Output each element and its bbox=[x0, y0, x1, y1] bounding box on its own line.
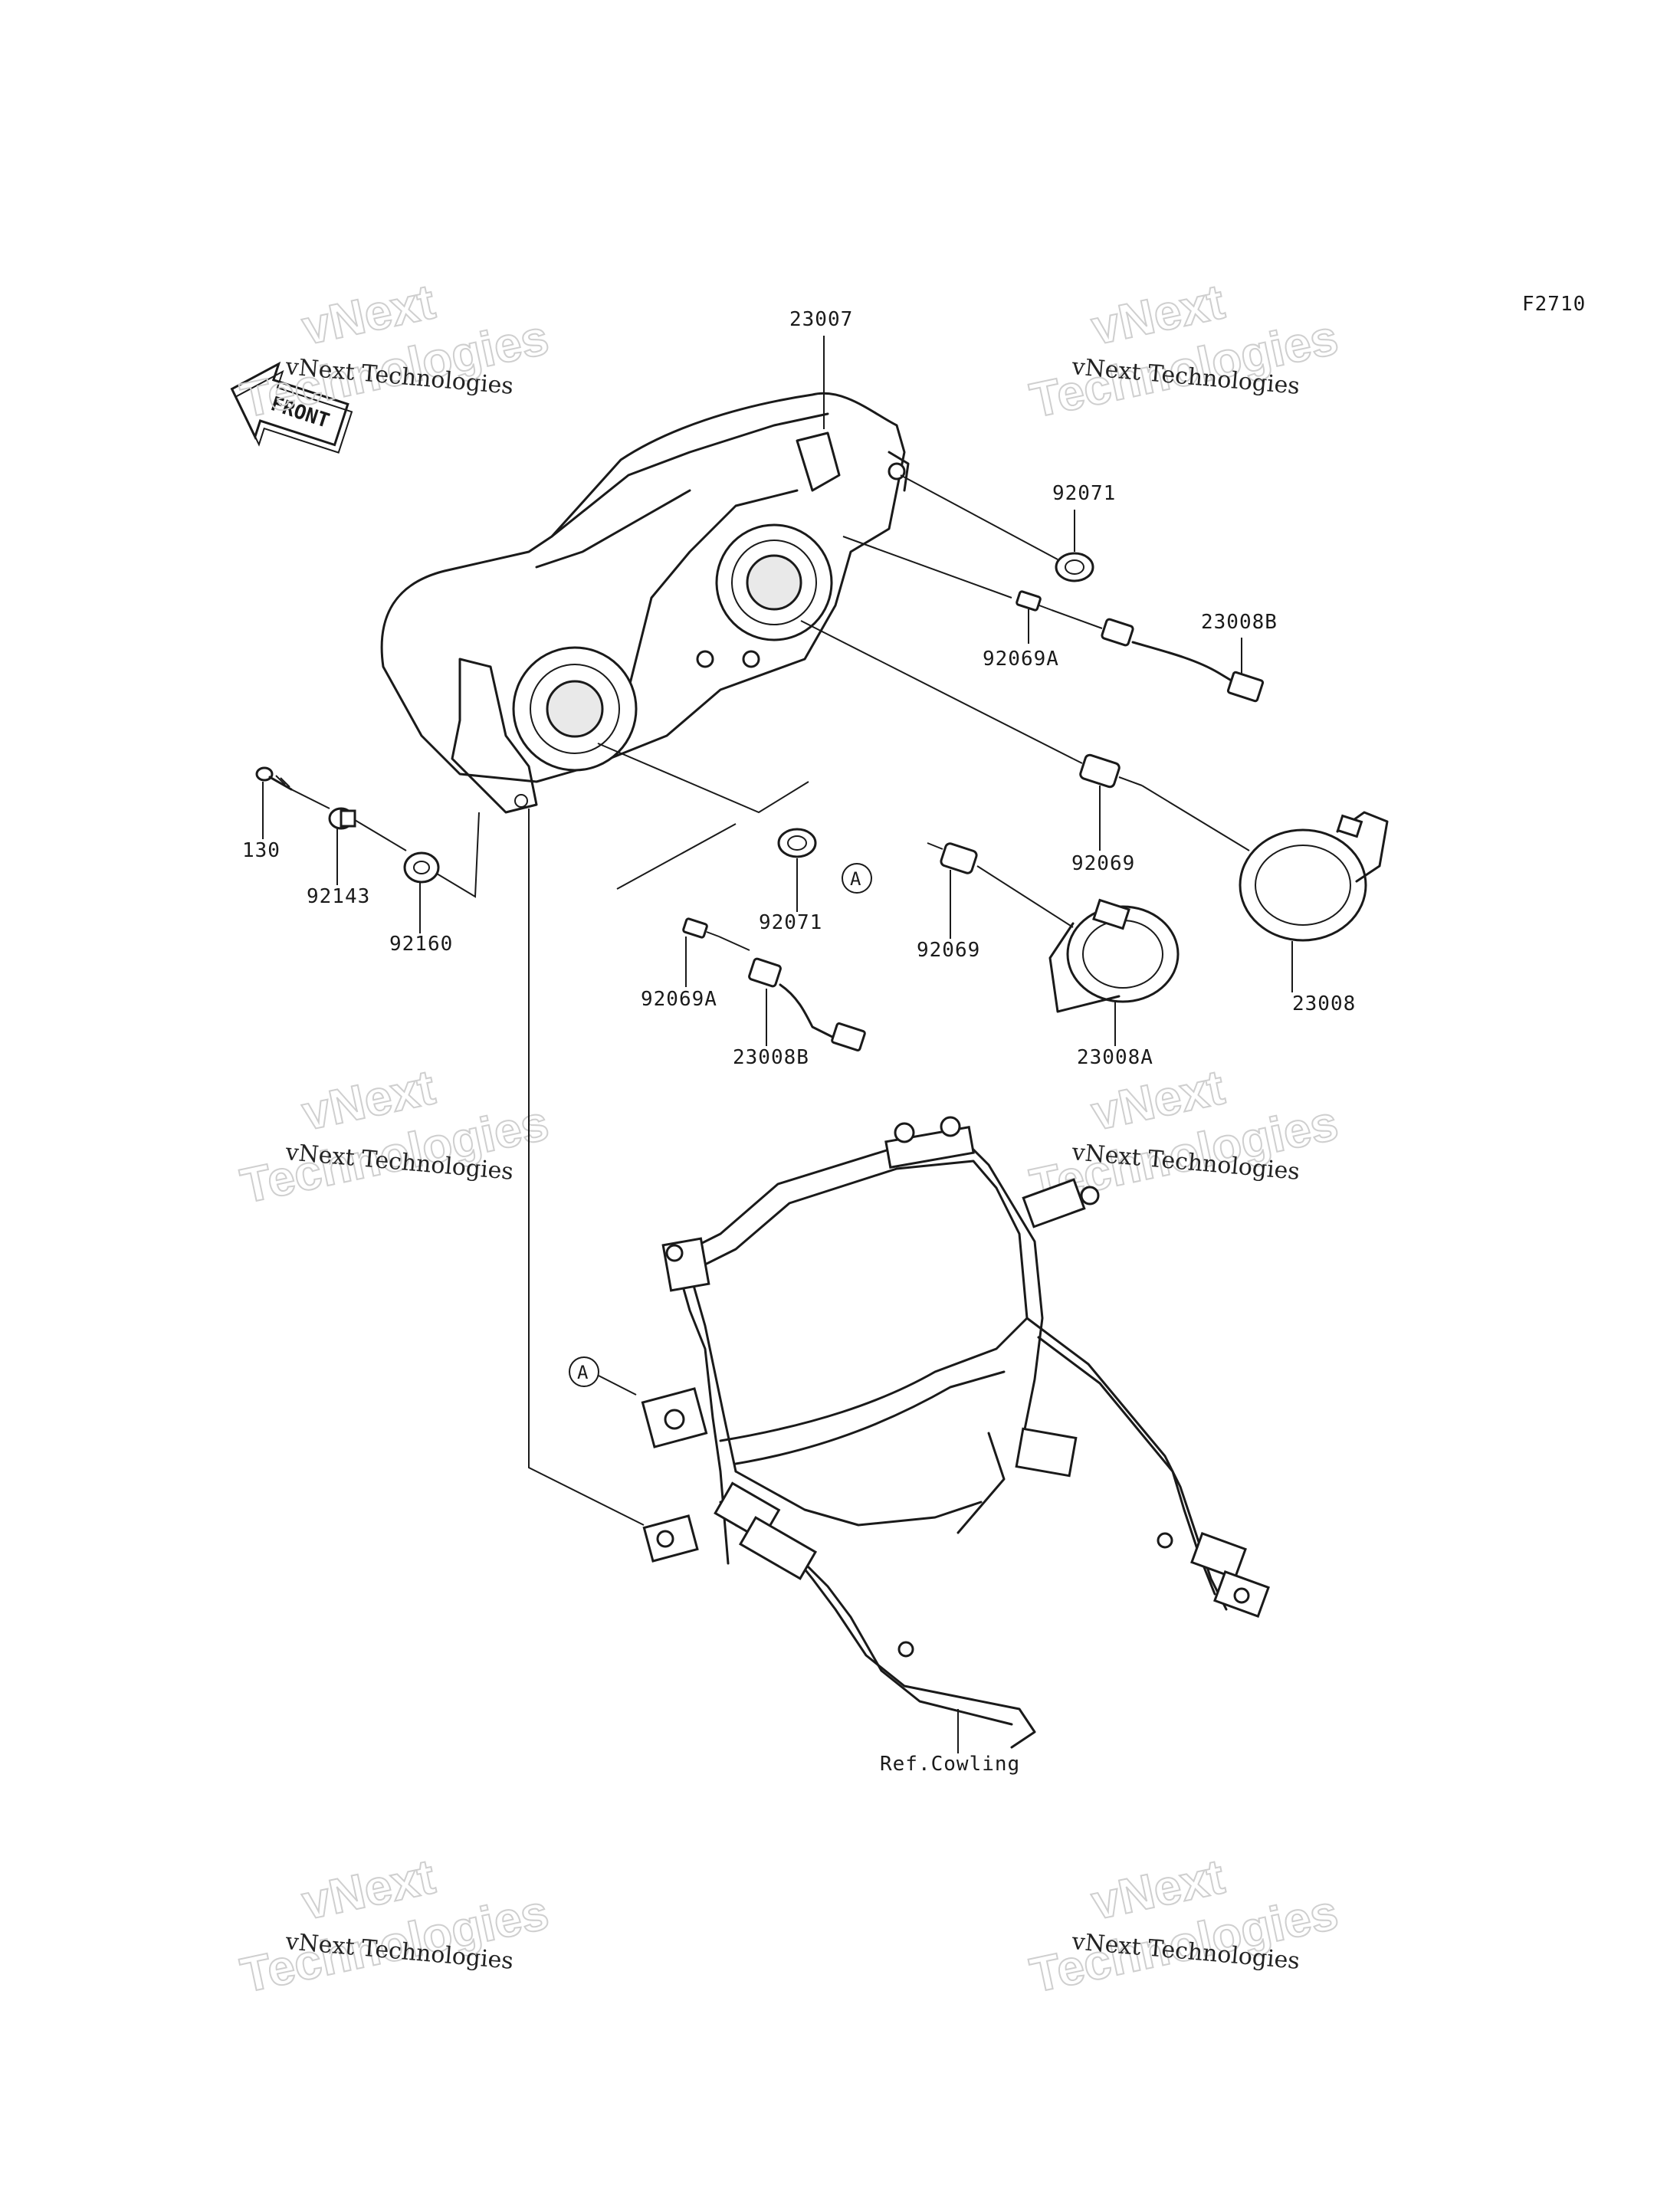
label-ref-cowling: Ref.Cowling bbox=[880, 1753, 1020, 1776]
bolt bbox=[255, 766, 293, 791]
label-headlight-assembly: 23007 bbox=[789, 308, 853, 331]
collar bbox=[328, 807, 356, 830]
watermark-mid-left: vNext Technologies vNext Technologies bbox=[235, 1058, 554, 1215]
label-bulb-small-lower: 92069A bbox=[641, 988, 717, 1011]
cap-left bbox=[1048, 898, 1180, 1013]
label-bolt: 130 bbox=[242, 839, 281, 862]
bulb-main-upper bbox=[1072, 753, 1143, 789]
label-bulb-main-upper: 92069 bbox=[1071, 852, 1135, 875]
label-grommet-lower: 92071 bbox=[759, 911, 822, 934]
label-cap-left: 23008A bbox=[1077, 1046, 1153, 1069]
label-socket-lower: 23008B bbox=[733, 1046, 809, 1069]
front-arrow-icon: FRONT bbox=[230, 361, 353, 454]
callout-a-upper: A bbox=[842, 863, 872, 894]
watermark-bottom-right: vNext Technologies vNext Technologies bbox=[1025, 1848, 1344, 2004]
headlight-assembly bbox=[380, 392, 910, 814]
callout-a-lower-letter: A bbox=[577, 1362, 589, 1383]
label-grommet-upper: 92071 bbox=[1052, 482, 1116, 505]
callout-a-lower: A bbox=[569, 1356, 599, 1387]
label-bulb-small-upper: 92069A bbox=[983, 648, 1059, 671]
watermark-bottom-left: vNext Technologies vNext Technologies bbox=[235, 1848, 554, 2004]
watermark-top-right: vNext Technologies vNext Technologies bbox=[1025, 273, 1344, 429]
socket-upper bbox=[1101, 618, 1265, 703]
cowling-frame bbox=[641, 1116, 1270, 1749]
cap-right bbox=[1239, 811, 1389, 942]
label-collar: 92143 bbox=[307, 885, 370, 908]
grommet-upper bbox=[1055, 552, 1094, 582]
diagram-code: F2710 bbox=[1522, 293, 1586, 316]
socket-lower bbox=[748, 957, 866, 1051]
label-socket-upper: 23008B bbox=[1201, 611, 1278, 634]
damper bbox=[403, 851, 440, 884]
label-cap-right: 23008 bbox=[1292, 992, 1356, 1015]
watermark-top-left: vNext Technologies vNext Technologies bbox=[235, 273, 554, 429]
label-bulb-main-lower: 92069 bbox=[917, 939, 980, 962]
bulb-main-lower bbox=[927, 842, 978, 874]
grommet-lower bbox=[777, 828, 817, 858]
callout-a-upper-letter: A bbox=[850, 868, 861, 890]
bulb-small-lower bbox=[682, 917, 720, 939]
label-damper: 92160 bbox=[389, 933, 453, 956]
bulb-small-upper bbox=[1016, 590, 1052, 612]
